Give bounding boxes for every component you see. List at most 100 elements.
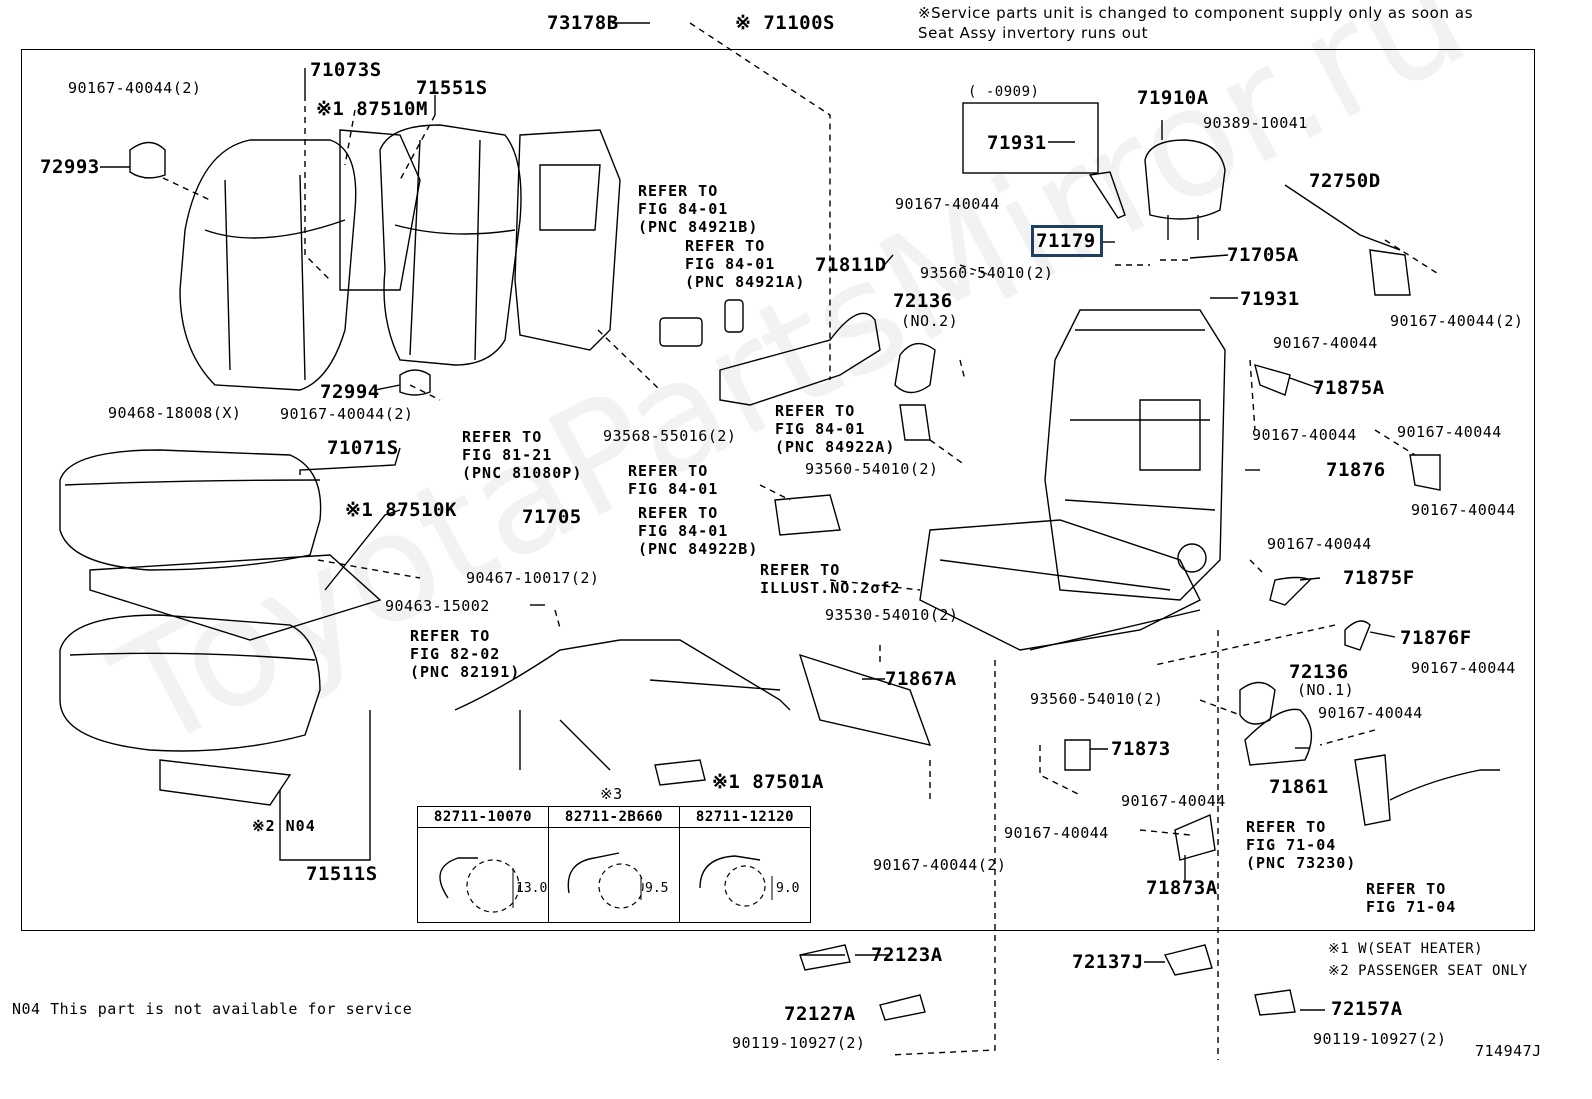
- part-71551s[interactable]: 71551S: [416, 77, 488, 99]
- part-72157a[interactable]: 72157A: [1331, 998, 1403, 1020]
- refer-84921a-l2: FIG 84-01: [685, 255, 776, 273]
- part-71875f[interactable]: 71875F: [1343, 567, 1415, 589]
- part-90167-40044-l[interactable]: 90167-40044: [1004, 824, 1109, 842]
- part-71910a[interactable]: 71910A: [1137, 87, 1209, 109]
- refer-illust-2of2[interactable]: REFER TO ILLUST.NO.2of2: [760, 561, 900, 597]
- part-90167-40044-g[interactable]: 90167-40044: [1411, 501, 1516, 519]
- refer-71-04[interactable]: REFER TO FIG 71-04: [1366, 880, 1456, 916]
- refer-73230[interactable]: REFER TO FIG 71-04 (PNC 73230): [1246, 818, 1356, 872]
- spring-cell-1: 13.0: [417, 827, 549, 923]
- refer-84922a[interactable]: REFER TO FIG 84-01 (PNC 84922A): [775, 402, 895, 456]
- part-72123a[interactable]: 72123A: [871, 944, 943, 966]
- footer-n04-note: N04 This part is not available for servi…: [12, 1000, 413, 1018]
- part-71876f[interactable]: 71876F: [1400, 627, 1472, 649]
- part-90119-10927-2-b[interactable]: 90119-10927(2): [1313, 1030, 1447, 1048]
- part-90167-40044-f[interactable]: 90167-40044: [1397, 423, 1502, 441]
- part-72136-no1[interactable]: 72136: [1289, 661, 1349, 683]
- part-71073s[interactable]: 71073S: [310, 59, 382, 81]
- part-71179[interactable]: 71179: [1036, 230, 1096, 252]
- part-71867a[interactable]: 71867A: [885, 668, 957, 690]
- part-87510m[interactable]: ※1 87510M: [316, 98, 428, 120]
- part-90167-40044-2-b[interactable]: 90167-40044(2): [280, 405, 414, 423]
- refer-84922b-l3: (PNC 84922B): [638, 540, 759, 558]
- part-71705[interactable]: 71705: [522, 506, 582, 528]
- part-90119-10927-2-a[interactable]: 90119-10927(2): [732, 1034, 866, 1052]
- part-87510k[interactable]: ※1 87510K: [345, 499, 457, 521]
- refer-84922a-l1: REFER TO: [775, 402, 856, 420]
- part-72157a-shape: [1254, 989, 1296, 1016]
- part-90167-40044-2-c[interactable]: 90167-40044(2): [873, 856, 1007, 874]
- part-90167-40044-i[interactable]: 90167-40044: [1411, 659, 1516, 677]
- spring-header-3[interactable]: 82711-12120: [679, 806, 811, 828]
- part-72137j[interactable]: 72137J: [1072, 951, 1144, 973]
- legend-passenger-seat: ※2 PASSENGER SEAT ONLY: [1328, 963, 1528, 979]
- part-72993[interactable]: 72993: [40, 156, 100, 178]
- part-90468-18008[interactable]: 90468-18008(X): [108, 404, 242, 422]
- refer-84-01-a[interactable]: REFER TO FIG 84-01: [628, 462, 718, 498]
- refer-84921a[interactable]: REFER TO FIG 84-01 (PNC 84921A): [685, 237, 805, 291]
- part-71811d[interactable]: 71811D: [815, 254, 887, 276]
- part-71873[interactable]: 71873: [1111, 738, 1171, 760]
- part-93568-55016[interactable]: 93568-55016(2): [603, 427, 737, 445]
- refer-84922b[interactable]: REFER TO FIG 84-01 (PNC 84922B): [638, 504, 758, 558]
- part-90167-40044-d[interactable]: 90167-40044: [1273, 334, 1378, 352]
- connector-87501a: [654, 759, 706, 786]
- part-87501a[interactable]: ※1 87501A: [712, 771, 824, 793]
- refer-82191[interactable]: REFER TO FIG 82-02 (PNC 82191): [410, 627, 520, 681]
- cable-72750d: [1284, 184, 1401, 251]
- part-71873a[interactable]: 71873A: [1146, 877, 1218, 899]
- part-72123a-shape: [799, 944, 851, 971]
- part-90167-40044-e[interactable]: 90167-40044: [1252, 426, 1357, 444]
- part-73178b[interactable]: 73178B: [547, 12, 619, 34]
- refer-illust-l1: REFER TO: [760, 561, 841, 579]
- refer-84922b-l2: FIG 84-01: [638, 522, 729, 540]
- headrest: [1144, 139, 1226, 220]
- part-71876[interactable]: 71876: [1326, 459, 1386, 481]
- part-90167-40044-k[interactable]: 90167-40044: [1121, 792, 1226, 810]
- part-71861[interactable]: 71861: [1269, 776, 1329, 798]
- refer-84921b-l2: FIG 84-01: [638, 200, 729, 218]
- spring-dim-1: 13.0: [516, 881, 547, 896]
- part-n04[interactable]: ※2 N04: [252, 817, 316, 835]
- bracket-71876: [1409, 454, 1441, 491]
- diagram-frame: [21, 49, 1535, 931]
- part-90167-40044-2-a[interactable]: 90167-40044(2): [68, 79, 202, 97]
- part-90463-15002[interactable]: 90463-15002: [385, 597, 490, 615]
- service-note-line2: Seat Assy invertory runs out: [918, 24, 1149, 42]
- part-90167-40044-2-d[interactable]: 90167-40044(2): [1390, 312, 1524, 330]
- part-71511s[interactable]: 71511S: [306, 863, 378, 885]
- part-93560-54010-2-a[interactable]: 93560-54010(2): [920, 264, 1054, 282]
- refer-81080p[interactable]: REFER TO FIG 81-21 (PNC 81080P): [462, 428, 582, 482]
- leader-71100s: [689, 22, 831, 380]
- part-93530-54010-2[interactable]: 93530-54010(2): [825, 606, 959, 624]
- part-71071s[interactable]: 71071S: [327, 437, 399, 459]
- part-90467-10017[interactable]: 90467-10017(2): [466, 569, 600, 587]
- refer-84922a-l2: FIG 84-01: [775, 420, 866, 438]
- part-90167-40044-c[interactable]: 90167-40044: [895, 195, 1000, 213]
- part-71931-b[interactable]: 71931: [1240, 288, 1300, 310]
- part-93560-54010-2-c[interactable]: 93560-54010(2): [1030, 690, 1164, 708]
- spring-clip-2-drawing: 9.5: [567, 852, 668, 909]
- part-72994[interactable]: 72994: [320, 381, 380, 403]
- part-72127a[interactable]: 72127A: [784, 1003, 856, 1025]
- part-93560-54010-2-b[interactable]: 93560-54010(2): [805, 460, 939, 478]
- part-71931-a[interactable]: 71931: [987, 132, 1047, 154]
- spring-header-1[interactable]: 82711-10070: [417, 806, 549, 828]
- bracket-71875a: [1254, 363, 1291, 396]
- seatback-cushion: [179, 139, 357, 391]
- part-90389-10041[interactable]: 90389-10041: [1203, 114, 1308, 132]
- part-71705a[interactable]: 71705A: [1227, 244, 1299, 266]
- refer-82191-l3: (PNC 82191): [410, 663, 521, 681]
- part-90167-40044-h[interactable]: 90167-40044: [1267, 535, 1372, 553]
- part-72136-no2[interactable]: 72136: [893, 290, 953, 312]
- part-90167-40044-j[interactable]: 90167-40044: [1318, 704, 1423, 722]
- switch-84922b: [774, 494, 841, 536]
- part-72750d[interactable]: 72750D: [1309, 170, 1381, 192]
- bracket-71873: [1064, 739, 1091, 771]
- part-71875a[interactable]: 71875A: [1313, 377, 1385, 399]
- part-72127a-shape: [879, 994, 926, 1021]
- refer-84921b[interactable]: REFER TO FIG 84-01 (PNC 84921B): [638, 182, 758, 236]
- assembly-71100s[interactable]: ※ 71100S: [735, 12, 835, 34]
- spring-header-2[interactable]: 82711-2B660: [548, 806, 680, 828]
- refer-illust-l2: ILLUST.NO.2of2: [760, 579, 901, 597]
